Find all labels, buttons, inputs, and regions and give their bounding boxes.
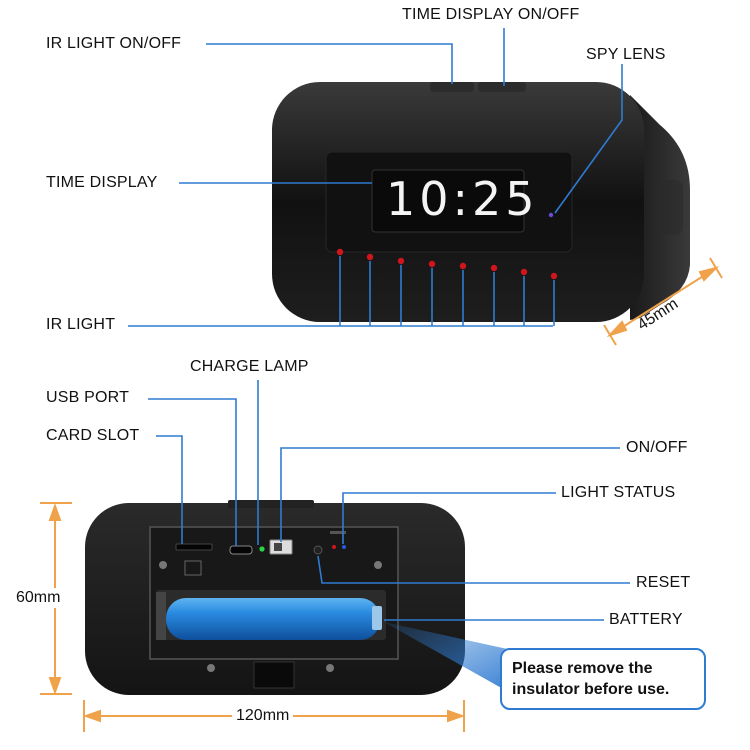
- screw-bottom-left: [207, 664, 215, 672]
- speaker-grille: [655, 180, 683, 235]
- height-dimension: [40, 502, 72, 695]
- leader-lines-top: [128, 28, 623, 327]
- label-time-display-onoff: TIME DISPLAY ON/OFF: [402, 6, 580, 23]
- label-ir-light: IR LIGHT: [46, 316, 116, 333]
- time-display-digits: 10:25: [386, 172, 539, 226]
- battery: [156, 590, 386, 640]
- leader-card-slot: [156, 435, 183, 544]
- leader-light-status: [342, 492, 556, 544]
- ir-led: [428, 260, 436, 268]
- note-line-2: insulator before use.: [512, 681, 670, 698]
- top-button-back: [228, 500, 314, 508]
- light-status-blue: [342, 545, 346, 549]
- label-light-status: LIGHT STATUS: [561, 484, 676, 501]
- label-time-display: TIME DISPLAY: [46, 174, 158, 191]
- ir-led-row: [336, 248, 558, 280]
- ir-light-toggle-button: [430, 82, 474, 92]
- screw-left: [159, 561, 167, 569]
- label-usb-port: USB PORT: [46, 389, 130, 406]
- time-display-toggle-button: [478, 82, 526, 92]
- card-slot-mark: [330, 531, 346, 534]
- ir-led: [397, 257, 405, 265]
- ir-led: [336, 248, 344, 256]
- card-slot: [175, 543, 213, 551]
- label-charge-lamp: CHARGE LAMP: [190, 358, 309, 375]
- label-card-slot: CARD SLOT: [46, 427, 140, 444]
- dimension-width: 120mm: [232, 707, 294, 725]
- reset-button: [313, 545, 323, 555]
- ir-led: [520, 268, 528, 276]
- depth-dimension: [603, 257, 723, 346]
- insulator-note: Please remove the insulator before use.: [500, 648, 706, 710]
- time-display-screen: [371, 169, 525, 233]
- charge-lamp: [259, 546, 265, 552]
- ir-led: [366, 253, 374, 261]
- ir-led: [459, 262, 467, 270]
- note-pointer: [384, 622, 512, 690]
- screw-bottom-right: [326, 664, 334, 672]
- ir-led: [490, 264, 498, 272]
- dimension-height: 60mm: [14, 588, 63, 608]
- ir-led: [550, 272, 558, 280]
- leader-usb-port: [148, 398, 237, 546]
- usb-port: [229, 545, 253, 555]
- label-reset: RESET: [636, 574, 691, 591]
- label-battery: BATTERY: [609, 611, 683, 628]
- label-ir-light-onoff: IR LIGHT ON/OFF: [46, 35, 182, 52]
- screw-right: [374, 561, 382, 569]
- leader-reset: [317, 555, 630, 584]
- leader-on-off: [280, 447, 620, 542]
- leader-lines-bottom: [148, 380, 630, 621]
- door-latch: [253, 661, 295, 689]
- back-label-box: [184, 560, 202, 576]
- clock-front-view: [272, 82, 690, 322]
- clock-back-view: [85, 500, 465, 695]
- battery-cell: [166, 598, 380, 640]
- spy-lens: [548, 212, 554, 218]
- leader-spy-lens: [554, 64, 623, 214]
- leader-ir-light-onoff: [206, 43, 453, 84]
- label-spy-lens: SPY LENS: [586, 46, 666, 63]
- note-line-1: Please remove the: [512, 660, 653, 677]
- light-status-red: [332, 545, 336, 549]
- label-on-off: ON/OFF: [626, 439, 688, 456]
